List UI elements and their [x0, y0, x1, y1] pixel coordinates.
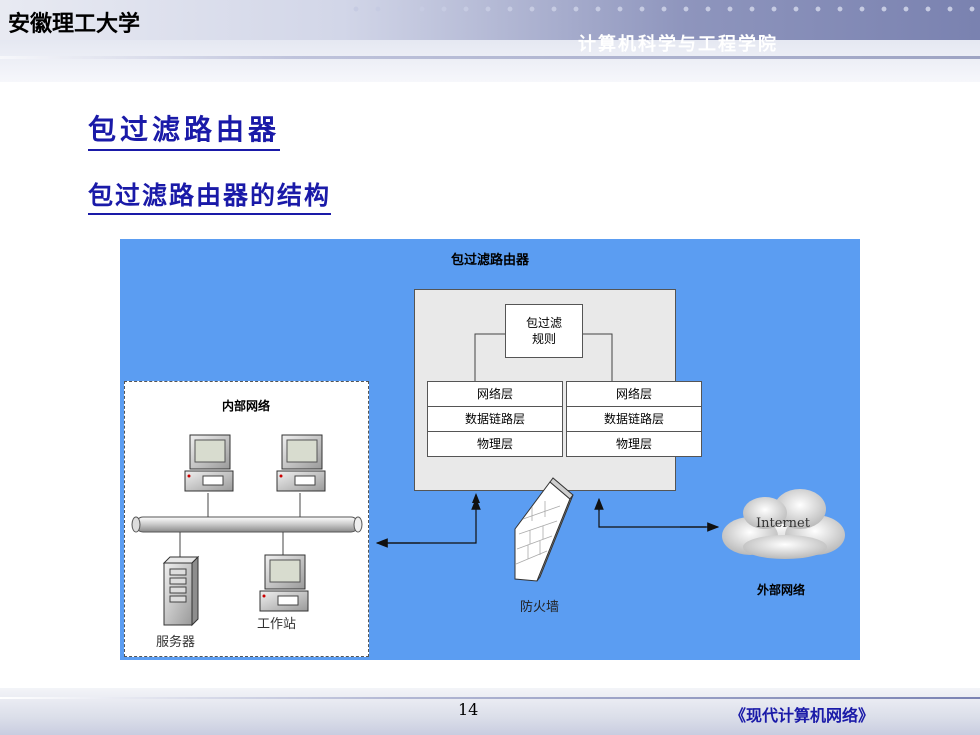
external-network-label: 外部网络: [757, 583, 806, 597]
slide-footer: [0, 688, 980, 735]
filter-rules-box: 包过滤 规则: [505, 304, 583, 358]
workstation-icon: [259, 554, 309, 612]
header-dot-pattern: [345, 4, 975, 14]
external-connection-arrow: [594, 497, 720, 532]
workstation-label: 工作站: [257, 617, 297, 632]
footer-book-title: 《现代计算机网络》: [730, 706, 875, 725]
internal-connection-arrow: [375, 493, 481, 548]
department-name: 计算机科学与工程学院: [578, 34, 778, 55]
page-number: 14: [458, 700, 479, 719]
internet-cloud-icon: [722, 489, 845, 559]
left-network-layer: 网络层: [427, 381, 563, 407]
router-connector-lines: [474, 333, 613, 382]
right-network-layer: 网络层: [566, 381, 702, 407]
firewall-icon: [514, 477, 574, 582]
right-datalink-layer: 数据链路层: [566, 406, 702, 432]
left-protocol-stack: 网络层 数据链路层 物理层: [427, 381, 563, 457]
right-physical-layer: 物理层: [566, 431, 702, 457]
slide-header: 安徽理工大学 计算机科学与工程学院: [0, 0, 980, 82]
server-label: 服务器: [156, 635, 196, 650]
footer-divider: [0, 697, 980, 699]
left-datalink-layer: 数据链路层: [427, 406, 563, 432]
university-name: 安徽理工大学: [8, 12, 141, 37]
desktop-computer-icon: [184, 434, 234, 492]
left-physical-layer: 物理层: [427, 431, 563, 457]
slide-title: 包过滤路由器: [88, 108, 281, 151]
firewall-label: 防火墙: [520, 600, 560, 615]
router-diagram: 包过滤路由器 包过滤 规则 网络层 数据链路层 物理层 网络层 数据链路层 物理…: [120, 239, 860, 660]
desktop-computer-icon: [276, 434, 326, 492]
internet-label: Internet: [756, 516, 810, 531]
header-divider: [0, 56, 980, 59]
network-bus-cable: [131, 516, 363, 533]
slide-subtitle: 包过滤路由器的结构: [88, 176, 332, 215]
right-protocol-stack: 网络层 数据链路层 物理层: [566, 381, 702, 457]
filter-rules-label: 包过滤 规则: [525, 316, 562, 346]
diagram-title: 包过滤路由器: [450, 253, 529, 268]
internal-network-label: 内部网络: [222, 399, 271, 413]
network-drawing: [131, 434, 845, 627]
server-icon: [162, 555, 200, 627]
